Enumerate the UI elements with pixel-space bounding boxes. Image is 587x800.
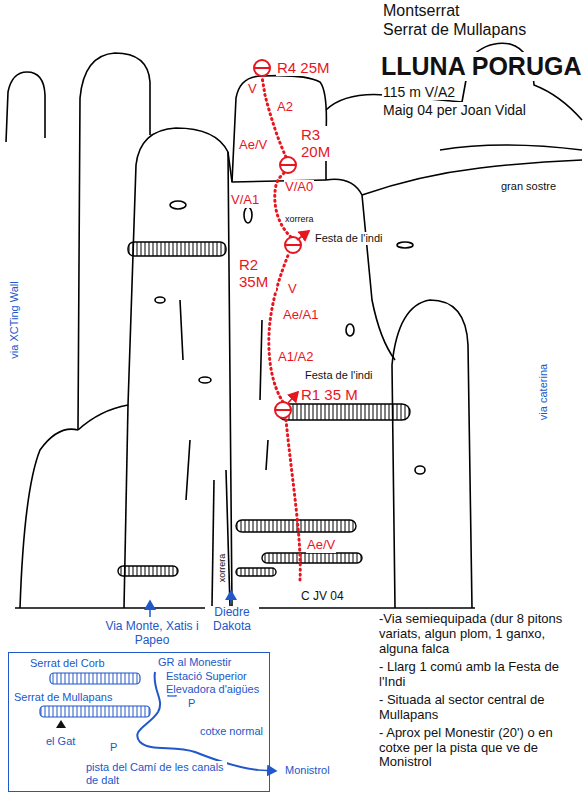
overhang (362, 160, 582, 195)
rock-outlines (6, 43, 582, 608)
header-text: Serrat de Mullapans (382, 21, 527, 39)
pitch-grade: A2 (276, 100, 294, 115)
map-label: el Gat (45, 735, 76, 748)
belay-label: R3 20M (300, 126, 340, 161)
note-text: - Situada al sector central de Mullapans (378, 693, 582, 723)
chimney-line (212, 480, 214, 606)
rock-pillar (6, 72, 45, 142)
landmark-symbol (56, 720, 66, 728)
chimney-line (226, 470, 230, 606)
pitch-grade: V/A0 (284, 180, 314, 195)
ridge-symbol (40, 706, 150, 717)
pointer-arrow (230, 591, 232, 604)
note-text: - Llarg 1 comú amb la Festa de l'Indi (378, 660, 582, 690)
belay-label: R2 35M (238, 256, 276, 291)
map-inset: Serrat del Corb GR al MonestirEstació Sup… (8, 652, 270, 792)
ledge-band (262, 553, 362, 563)
map-label: Monistrol (284, 764, 331, 777)
feature-label: gran sostre (500, 180, 557, 193)
rock-face (326, 179, 395, 360)
note-text: - Aprox pel Monestir (20') o en cotxe pe… (378, 726, 582, 771)
map-label: pista del Camí de les canals de dalt (85, 761, 227, 786)
road-arrow (258, 770, 276, 771)
pitch-grade: Ae/V (238, 138, 268, 153)
crack-line (180, 300, 268, 500)
ledge-band (128, 242, 226, 256)
pitch-grade: V (287, 282, 298, 297)
rock-tower (78, 128, 232, 608)
rock-pillar (392, 300, 472, 608)
variant-arrow (288, 392, 298, 403)
pocket (155, 297, 165, 303)
map-label: cotxe normal (199, 725, 264, 738)
start-mark: C JV 04 (300, 590, 345, 604)
pocket (397, 242, 413, 248)
ridge-symbol (50, 673, 140, 684)
ledge-band (278, 404, 410, 420)
pocket (199, 377, 211, 383)
route-title: LLUNA PORUGA (380, 52, 582, 81)
neighbour-route: Via Monte, Xatis i Papeo (100, 620, 204, 648)
feature-label: xorrera (284, 214, 315, 224)
map-label: Estació Superior Elevadora d'aigües (165, 670, 267, 695)
neighbour-route: via XCTing Wall (8, 280, 21, 359)
ledge-band (118, 566, 178, 576)
route-reference: Festa de l'indi (304, 369, 374, 382)
map-label: Serrat de Mullapans (13, 691, 113, 704)
neighbour-route: via caterina (537, 363, 550, 421)
variant-arrow (297, 231, 309, 240)
belay-label: R4 25M (276, 59, 331, 76)
neighbour-route: Diedre Dakota (205, 606, 259, 634)
pocket (346, 324, 354, 336)
feature-label: xorrera (217, 553, 227, 584)
pocket (170, 201, 186, 209)
rock-edge (124, 405, 128, 608)
map-label: P (109, 741, 118, 754)
map-label: GR al Monestir (157, 656, 232, 669)
belay-label: R1 35 M (300, 386, 359, 403)
ledge-band (236, 520, 356, 532)
note-text: -Via semiequipada (dur 8 pitons variats,… (378, 612, 582, 657)
pitch-grade: Ae/V (306, 538, 336, 553)
overhang (440, 145, 582, 150)
route-info: 115 m V/A2 (382, 84, 456, 100)
map-label: Serrat del Corb (29, 657, 106, 670)
route-info: Maig 04 per Joan Vidal (382, 102, 527, 118)
pocket (415, 466, 425, 474)
map-label: P (187, 697, 196, 710)
header-text: Montserrat (382, 2, 460, 20)
pitch-grade: V (247, 82, 258, 97)
notes-block: -Via semiequipada (dur 8 pitons variats,… (378, 612, 582, 770)
rock-pillar (20, 429, 78, 608)
pitch-grade: V/A1 (230, 193, 260, 208)
ledge-band (236, 568, 276, 576)
pitch-grade: Ae/A1 (282, 308, 319, 323)
pocket (244, 207, 252, 223)
pointer-arrow (149, 601, 151, 617)
ledge-bands (118, 242, 410, 576)
pitch-grade: A1/A2 (277, 350, 314, 365)
route-reference: Festa de l'indi (314, 232, 384, 245)
